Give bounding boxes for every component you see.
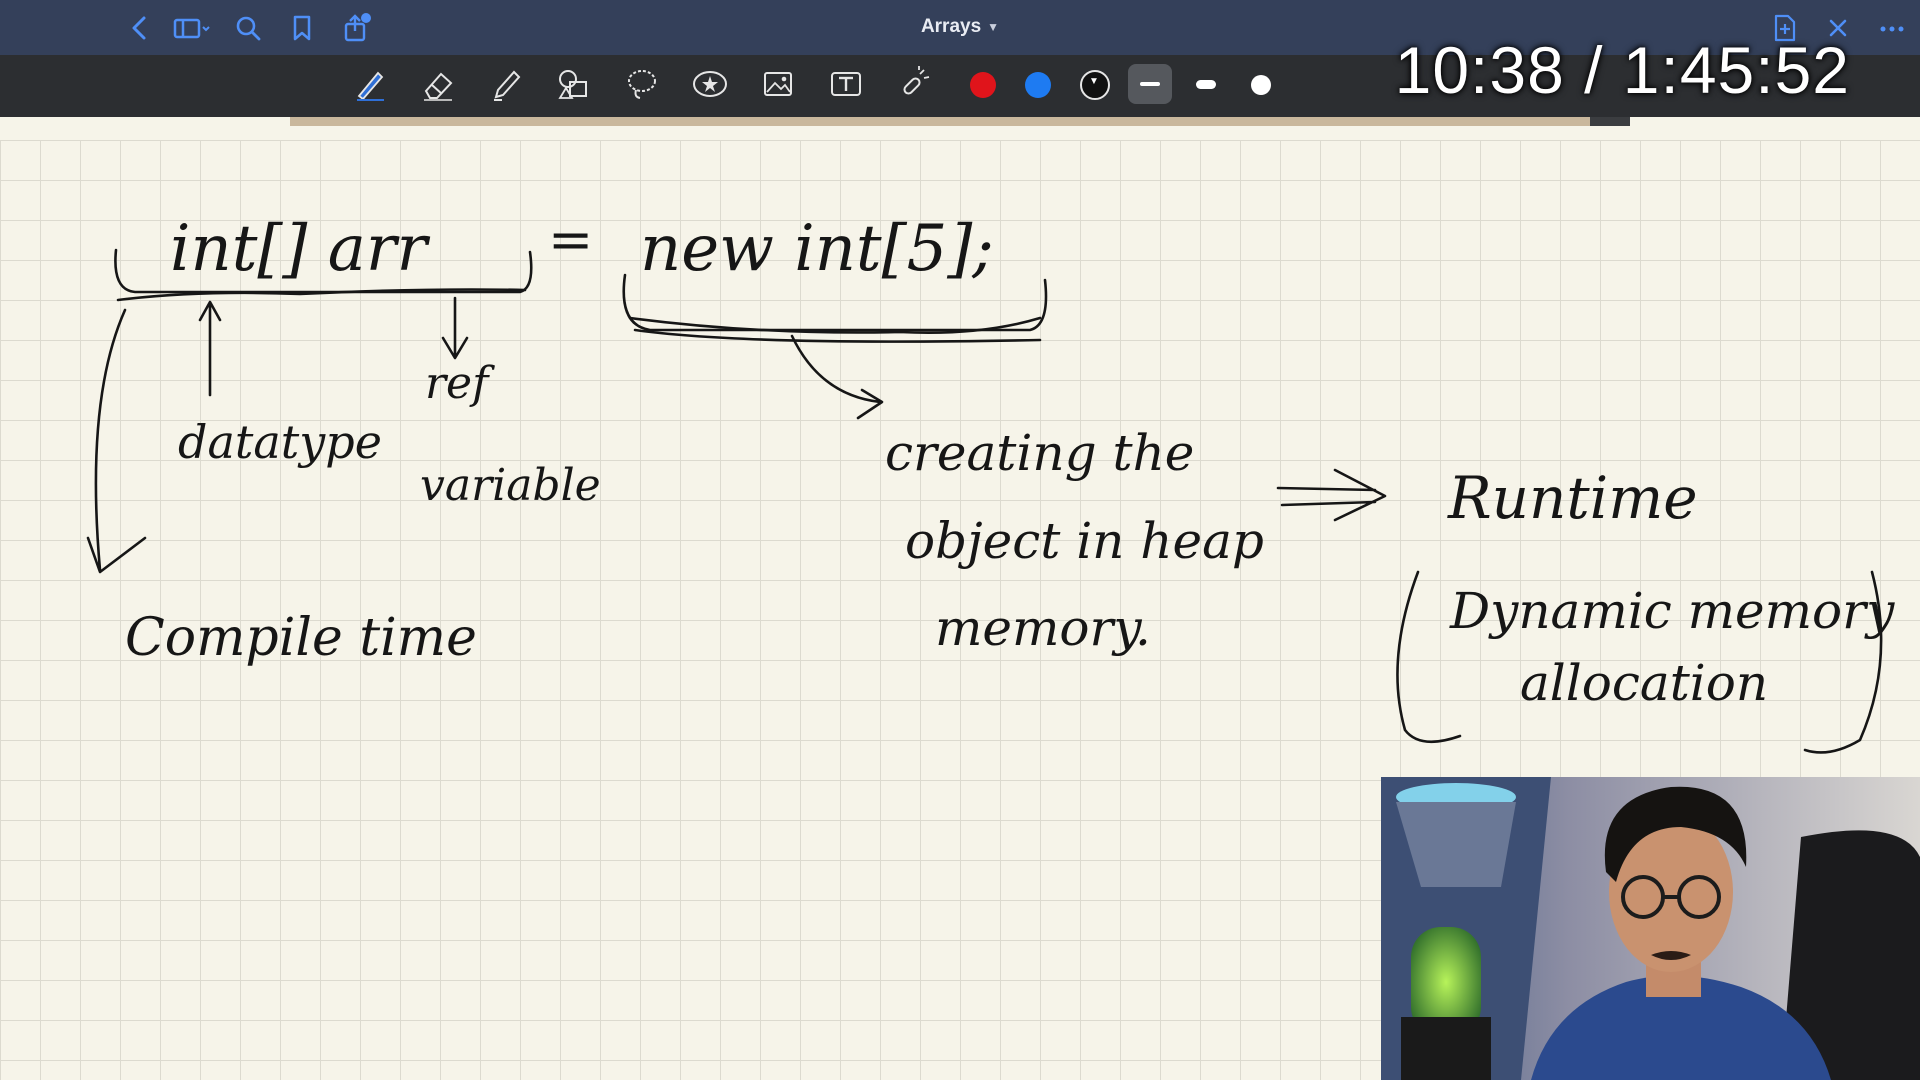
label-runtime: Runtime <box>1447 464 1698 532</box>
image-icon[interactable] <box>758 64 798 104</box>
arrow-compile <box>86 308 147 574</box>
arrow-creating <box>790 334 884 420</box>
label-dynamic-memory: Dynamic memory <box>1449 582 1895 640</box>
webcam-overlay <box>1381 777 1920 1080</box>
document-title-text: Arrays <box>920 16 982 37</box>
code-instantiation: new int[5]; <box>640 212 994 286</box>
brace-right <box>622 273 1048 332</box>
sidebar-icon[interactable] <box>172 12 212 44</box>
label-allocation: allocation <box>1520 654 1768 712</box>
label-ref: ref <box>425 358 495 409</box>
thickness-thick-button[interactable] <box>1241 64 1281 104</box>
more-icon[interactable] <box>1876 12 1908 44</box>
video-timestamp: 10:38 / 1:45:52 <box>1394 33 1850 107</box>
add-page-icon[interactable] <box>1768 12 1800 44</box>
bookmark-icon[interactable] <box>286 12 318 44</box>
thickness-thin-button[interactable] <box>1128 64 1172 104</box>
drawing-toolbar: ▼ <box>0 55 1920 117</box>
label-datatype: datatype <box>178 415 382 469</box>
color-red-swatch[interactable] <box>970 72 996 98</box>
close-icon[interactable] <box>1822 12 1854 44</box>
color-black-swatch[interactable]: ▼ <box>1080 70 1110 100</box>
arrow-ref <box>441 296 469 360</box>
chevron-down-icon: ▼ <box>1089 76 1099 87</box>
label-creating: creating the <box>885 424 1194 482</box>
handwriting-ink: int[] arr = new int[5]; datatype ref var… <box>86 208 1895 754</box>
thickness-medium-button[interactable] <box>1185 64 1225 104</box>
search-icon[interactable] <box>232 12 264 44</box>
share-icon[interactable] <box>340 12 372 44</box>
document-title[interactable]: Arrays ▼ <box>0 16 1920 38</box>
double-arrow <box>1276 468 1387 522</box>
video-progress-bar[interactable] <box>290 117 1630 126</box>
code-declaration: int[] arr <box>170 212 430 286</box>
highlighter-icon[interactable] <box>486 64 526 104</box>
paren-right <box>1803 570 1883 754</box>
pen-icon[interactable] <box>350 64 390 104</box>
chevron-left-icon[interactable] <box>124 12 156 44</box>
chevron-down-icon: ▼ <box>987 19 1000 34</box>
sticker-icon[interactable] <box>690 64 730 104</box>
paren-left <box>1396 570 1462 744</box>
eraser-icon[interactable] <box>418 64 458 104</box>
color-blue-swatch[interactable] <box>1025 72 1051 98</box>
label-memory: memory. <box>935 599 1151 657</box>
arrow-datatype <box>198 300 222 397</box>
code-equals: = <box>548 208 593 271</box>
app-nav-bar: Arrays ▼ <box>0 0 1920 55</box>
video-progress-fill <box>290 117 1590 126</box>
shapes-icon[interactable] <box>554 64 594 104</box>
presenter-video <box>1381 777 1920 1080</box>
label-variable: variable <box>420 460 601 511</box>
label-compile-time: Compile time <box>125 608 477 668</box>
lasso-icon[interactable] <box>622 64 662 104</box>
text-icon[interactable] <box>826 64 866 104</box>
laser-pointer-icon[interactable] <box>894 64 934 104</box>
label-object-heap: object in heap <box>905 512 1264 570</box>
